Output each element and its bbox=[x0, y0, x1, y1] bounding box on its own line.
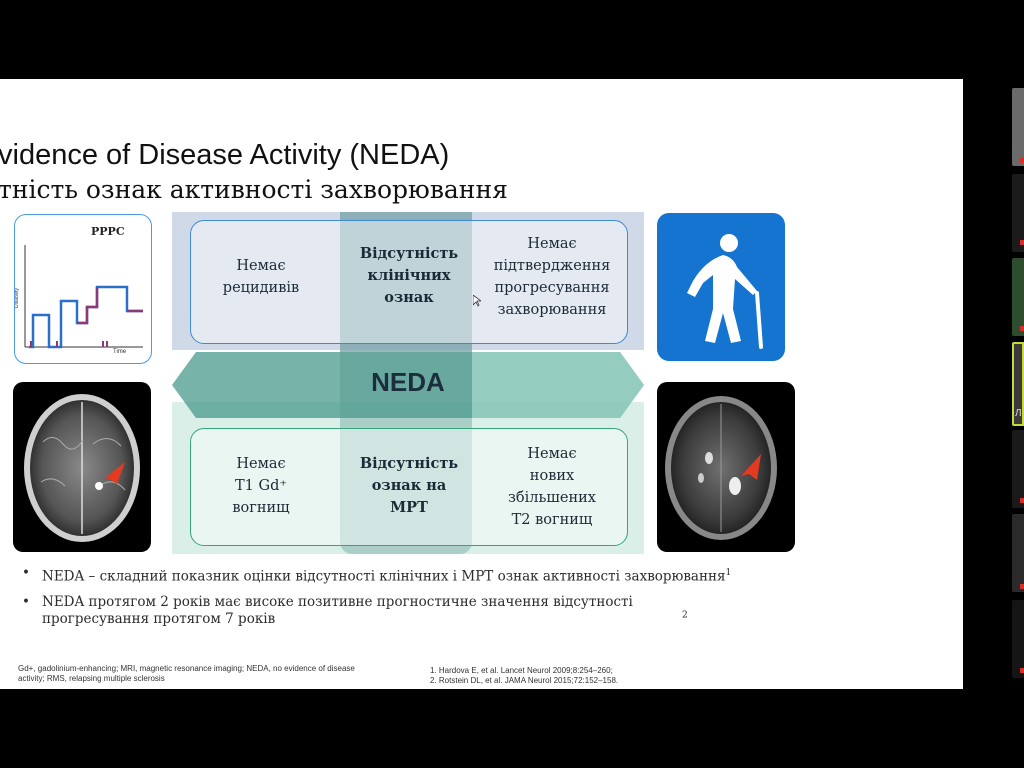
muted-mic-icon bbox=[1020, 240, 1024, 245]
no-t1-gd-lesions-cell: Немає T1 Gd⁺ вогнищ bbox=[191, 453, 331, 519]
no-relapses-cell: Немає рецидивів bbox=[191, 255, 331, 299]
cell-line: Немає bbox=[236, 258, 286, 274]
no-clinical-signs-cell: Відсутність клінічних ознак bbox=[343, 243, 475, 309]
muted-mic-icon bbox=[1020, 326, 1024, 331]
citation-superscript: 2 bbox=[682, 610, 688, 620]
cell-line: Відсутність bbox=[359, 245, 459, 262]
cell-line: прогресування bbox=[494, 280, 610, 296]
pppc-xlabel: Time bbox=[113, 349, 127, 355]
mri-criteria-box: Немає T1 Gd⁺ вогнищ Відсутність ознак на… bbox=[190, 428, 628, 546]
participant-video[interactable] bbox=[1012, 88, 1024, 166]
neda-label: NEDA bbox=[371, 367, 445, 397]
reference-line: 2. Rotstein DL, et al. JAMA Neurol 2015;… bbox=[430, 676, 619, 685]
pppc-chart-card: PPPC Disability Time bbox=[14, 214, 152, 364]
brain-mri-image bbox=[24, 394, 140, 542]
no-mri-signs-cell: Відсутність ознак на МРТ bbox=[343, 453, 475, 519]
mri-image-t1 bbox=[13, 382, 151, 552]
slide-title-ukrainian: тність ознак активності захворювання bbox=[0, 175, 508, 204]
red-arrow-icon bbox=[105, 462, 125, 484]
cell-line: захворювання bbox=[497, 302, 607, 318]
center-column bbox=[340, 212, 472, 554]
clinical-column bbox=[340, 212, 472, 352]
brain-mri-image-flair bbox=[665, 396, 777, 540]
cell-line: клінічних bbox=[367, 267, 451, 284]
cell-line: Немає bbox=[236, 456, 286, 472]
participant-video[interactable] bbox=[1012, 600, 1024, 678]
reference-line: 1. Hardova E, et al. Lancet Neurol 2009;… bbox=[430, 666, 613, 675]
participant-name: Л bbox=[1015, 408, 1022, 419]
muted-mic-icon bbox=[1020, 498, 1024, 503]
citation-superscript: 1 bbox=[725, 568, 732, 578]
references-footnote: 1. Hardova E, et al. Lancet Neurol 2009;… bbox=[430, 666, 690, 686]
participant-strip[interactable]: Л bbox=[1012, 88, 1024, 680]
no-progression-cell: Немає підтвердження прогресування захвор… bbox=[477, 233, 627, 321]
cell-line: Немає bbox=[527, 446, 577, 462]
cell-line: ознак bbox=[384, 289, 434, 306]
neda-diagram: NEDA Немає рецидивів Відсутність клінічн… bbox=[172, 212, 644, 554]
cell-line: T2 вогнищ bbox=[511, 512, 593, 528]
abbreviations-footnote: Gd+, gadolinium-enhancing; MRI, magnetic… bbox=[18, 664, 355, 683]
cell-line: збільшених bbox=[508, 490, 596, 506]
cell-line: Немає bbox=[527, 236, 577, 252]
pppc-label: PPPC bbox=[91, 225, 125, 238]
cell-line: рецидивів bbox=[222, 280, 300, 296]
elderly-person-with-cane-icon bbox=[687, 234, 763, 349]
participant-video-active[interactable] bbox=[1012, 342, 1024, 426]
bullet-list: • NEDA – складний показник оцінки відсут… bbox=[22, 565, 922, 636]
muted-mic-icon bbox=[1020, 668, 1024, 673]
participant-video[interactable] bbox=[1012, 430, 1024, 508]
mouse-cursor-icon bbox=[473, 295, 481, 307]
cell-line: МРТ bbox=[390, 499, 428, 516]
bullet-item: • NEDA – складний показник оцінки відсут… bbox=[22, 565, 922, 586]
cell-line: нових bbox=[529, 468, 575, 484]
bullet-dot: • bbox=[22, 593, 30, 610]
pppc-chart bbox=[24, 245, 143, 349]
red-arrow-icon bbox=[741, 454, 761, 480]
cell-line: вогнищ bbox=[232, 500, 290, 516]
mri-image-t2 bbox=[657, 382, 795, 552]
participant-video[interactable] bbox=[1012, 258, 1024, 336]
presentation-slide: vidence of Disease Activity (NEDA) тніст… bbox=[0, 79, 963, 689]
elderly-person-card bbox=[657, 213, 785, 361]
cell-line: підтвердження bbox=[493, 258, 611, 274]
cell-line: ознак на bbox=[371, 477, 447, 494]
pppc-ylabel: Disability bbox=[14, 287, 21, 309]
clinical-criteria-box: Немає рецидивів Відсутність клінічних оз… bbox=[190, 220, 628, 344]
bullet-text: NEDA протягом 2 років має високе позитив… bbox=[42, 593, 633, 627]
cell-line: T1 Gd⁺ bbox=[234, 478, 288, 494]
muted-mic-icon bbox=[1020, 158, 1024, 163]
neda-band-arrow bbox=[172, 352, 644, 418]
bullet-text: NEDA – складний показник оцінки відсутно… bbox=[42, 568, 726, 585]
participant-video[interactable] bbox=[1012, 514, 1024, 592]
no-new-t2-lesions-cell: Немає нових збільшених T2 вогнищ bbox=[477, 443, 627, 531]
mri-background bbox=[172, 402, 644, 554]
participant-video[interactable] bbox=[1012, 174, 1024, 252]
bullet-dot: • bbox=[22, 565, 30, 581]
cell-line: Відсутність bbox=[359, 455, 459, 472]
muted-mic-icon bbox=[1020, 584, 1024, 589]
slide-title-english: vidence of Disease Activity (NEDA) bbox=[0, 139, 450, 171]
bullet-item: • NEDA протягом 2 років має високе позит… bbox=[22, 594, 922, 628]
